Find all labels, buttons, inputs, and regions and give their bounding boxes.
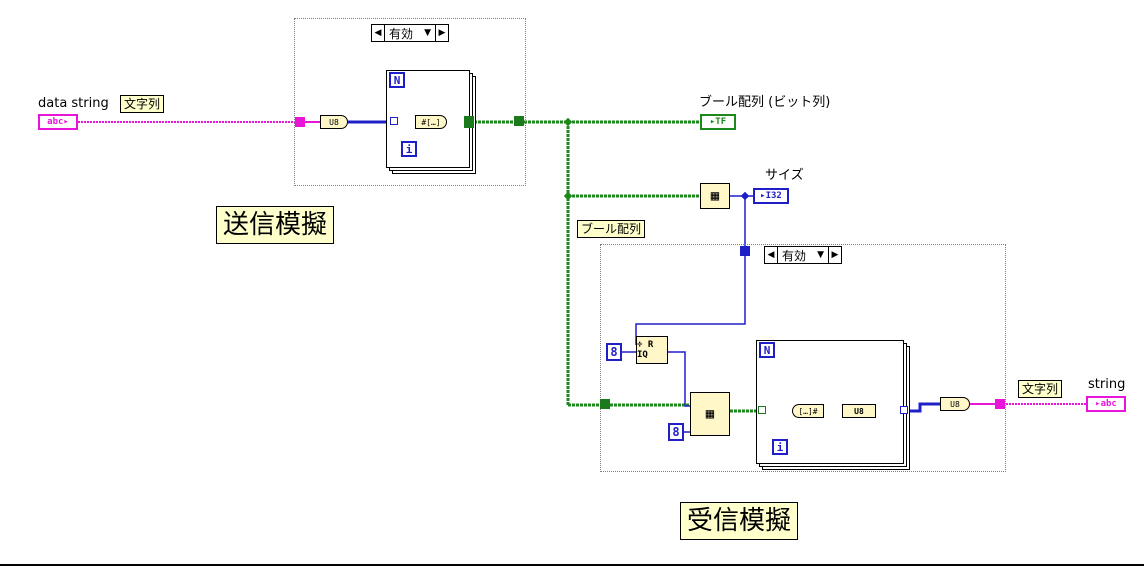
divisor-constant[interactable]: 8 xyxy=(606,343,622,361)
case-structure-receive[interactable] xyxy=(600,244,1006,472)
u8-array-out-wire xyxy=(908,402,940,413)
string-case-tunnel-out[interactable] xyxy=(995,399,1005,409)
case-label: 有効 xyxy=(782,248,807,263)
send-simulation-comment: 送信模擬 xyxy=(216,206,335,244)
i32-type-label: I32 xyxy=(765,191,782,201)
loop-count-terminal[interactable]: N xyxy=(759,342,775,358)
quotient-wire xyxy=(668,351,692,407)
u8-loop-tunnel[interactable] xyxy=(390,117,398,125)
bool-array-bits-label: ブール配列 (ビット列) xyxy=(699,95,831,110)
string-type-label: abc xyxy=(47,117,64,127)
data-string-control[interactable]: abc▸ xyxy=(38,114,78,130)
quotient-remainder-label: ÷ R IQ xyxy=(637,340,654,360)
bool-loop-tunnel-in[interactable] xyxy=(758,406,766,414)
bool-case-tunnel-in[interactable] xyxy=(600,399,610,409)
prev-case-arrow-icon[interactable]: ◀ xyxy=(765,247,778,263)
arrow-right-icon: ▸ xyxy=(760,191,766,201)
string-indicator[interactable]: ▸abc xyxy=(1086,396,1126,412)
reshape-array-node[interactable]: ▦ xyxy=(690,392,730,436)
byte-array-to-string-node[interactable]: U8 xyxy=(940,397,970,411)
size-case-tunnel[interactable] xyxy=(740,246,750,256)
case-selector-bottom[interactable]: ◀ 有効 ▼ ▶ xyxy=(764,246,842,264)
next-case-arrow-icon[interactable]: ▶ xyxy=(435,25,448,41)
array-grid-icon: ▦ xyxy=(710,188,720,204)
case-structure-send[interactable] xyxy=(294,18,526,186)
text-string-comment-2: 文字列 xyxy=(1018,380,1063,398)
arrow-right-icon: ▸ xyxy=(1095,399,1101,409)
arrow-right-icon: ▸ xyxy=(63,117,69,127)
u8-loop-tunnel-out[interactable] xyxy=(900,406,908,414)
to-u8-node[interactable]: U8 xyxy=(842,404,876,418)
data-string-label: data string xyxy=(38,96,109,111)
loop-iteration-terminal[interactable]: i xyxy=(401,141,417,157)
number-to-bool-array-node[interactable]: #[…] xyxy=(415,115,447,129)
string-type-label: abc xyxy=(1100,399,1117,409)
string-tunnel-in[interactable] xyxy=(295,117,305,127)
array-size-node[interactable]: ▦ xyxy=(700,183,730,209)
size-indicator[interactable]: ▸I32 xyxy=(753,188,789,204)
bool-case-tunnel-out[interactable] xyxy=(514,116,524,126)
bool-array-comment: ブール配列 xyxy=(577,220,646,238)
chevron-down-icon[interactable]: ▼ xyxy=(424,28,431,38)
chevron-down-icon[interactable]: ▼ xyxy=(817,250,824,260)
receive-simulation-comment: 受信模擬 xyxy=(680,502,799,540)
loop-count-terminal[interactable]: N xyxy=(389,72,405,88)
quotient-remainder-node[interactable]: ÷ R IQ xyxy=(636,336,668,364)
string-label: string xyxy=(1088,377,1126,392)
next-case-arrow-icon[interactable]: ▶ xyxy=(828,247,841,263)
case-label: 有効 xyxy=(389,26,414,41)
array-grid-icon: ▦ xyxy=(705,406,715,422)
size-wire-down xyxy=(635,196,746,345)
size-label: サイズ xyxy=(765,168,804,183)
case-selector-top[interactable]: ◀ 有効 ▼ ▶ xyxy=(371,24,449,42)
reshape-dim-constant[interactable]: 8 xyxy=(668,423,684,441)
arrow-right-icon: ▸ xyxy=(709,117,716,127)
loop-iteration-terminal[interactable]: i xyxy=(772,439,788,455)
bool-type-label: TF xyxy=(715,117,727,127)
prev-case-arrow-icon[interactable]: ◀ xyxy=(372,25,385,41)
text-string-comment-1: 文字列 xyxy=(120,95,165,113)
window-bottom-edge xyxy=(0,564,1144,566)
bool-array-to-number-node[interactable]: […]# xyxy=(792,404,824,418)
string-to-byte-array-node[interactable]: U8 xyxy=(320,115,348,129)
bool-array-indicator[interactable]: ▸TF xyxy=(700,114,736,130)
bool-loop-tunnel[interactable] xyxy=(464,116,474,128)
